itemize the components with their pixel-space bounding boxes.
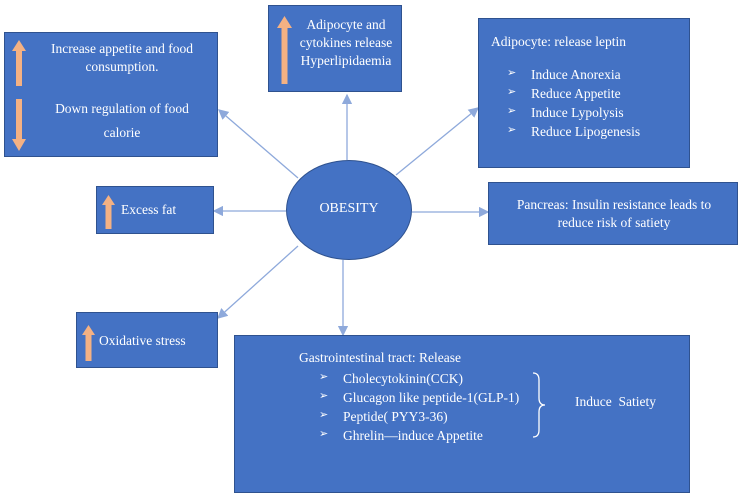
appetite-line-3: Down regulation of food: [55, 101, 189, 116]
leptin-effects-list: Induce Anorexia Reduce Appetite Induce L…: [507, 66, 640, 142]
leptin-effect-item: Reduce Appetite: [507, 85, 640, 104]
oxidative-stress-box: Oxidative stress: [76, 312, 218, 368]
leptin-effect-item: Induce Anorexia: [507, 66, 640, 85]
gi-hormone-item: Cholecytokinin(CCK): [319, 370, 519, 389]
pancreas-line-1: Pancreas: Insulin resistance leads to: [516, 197, 712, 212]
leptin-effect-item: Induce Lypolysis: [507, 104, 640, 123]
obesity-center-node: OBESITY: [286, 160, 412, 260]
gi-hormone-item: Peptide( PYY3-36): [319, 408, 519, 427]
up-arrow-icon: [102, 195, 115, 229]
leptin-effect-item: Reduce Lipogenesis: [507, 123, 640, 142]
connector-to-leptin: [395, 107, 480, 176]
oxidative-stress-label: Oxidative stress: [99, 333, 186, 348]
up-arrow-icon: [277, 16, 292, 84]
adipocyte-cytokines-line-3: Hyperlipidaemia: [300, 53, 392, 69]
gi-hormone-list: Cholecytokinin(CCK) Glucagon like peptid…: [319, 370, 519, 446]
appetite-line-4: calorie: [103, 125, 141, 141]
appetite-line-1: Increase appetite and food: [50, 41, 194, 56]
curly-brace-icon: [532, 372, 546, 438]
connector-to-oxidative: [217, 245, 299, 319]
pancreas-box: Pancreas: Insulin resistance leads to re…: [488, 182, 738, 245]
adipocyte-cytokines-line-2: cytokines release: [299, 35, 393, 51]
pancreas-line-2: reduce risk of satiety: [557, 215, 671, 231]
adipocyte-cytokines-box: Adipocyte and cytokines release Hyperlip…: [268, 5, 402, 92]
gi-hormone-item: Glucagon like peptide-1(GLP-1): [319, 389, 519, 408]
leptin-box: Adipocyte: release leptin Induce Anorexi…: [478, 18, 690, 168]
up-arrow-icon: [12, 40, 26, 86]
appetite-line-2: consumption.: [85, 59, 159, 75]
gi-tract-box: Gastrointestinal tract: Release Cholecyt…: [234, 335, 690, 493]
induce-satiety-label: Induce Satiety: [575, 394, 656, 409]
gi-hormone-item: Ghrelin—induce Appetite: [319, 427, 519, 446]
leptin-title: Adipocyte: release leptin: [491, 34, 626, 49]
connector-to-appetite: [218, 109, 299, 179]
adipocyte-cytokines-line-1: Adipocyte and: [306, 17, 386, 32]
obesity-label: OBESITY: [319, 201, 379, 216]
appetite-box: Increase appetite and food consumption. …: [4, 32, 218, 157]
gi-tract-title: Gastrointestinal tract: Release: [299, 350, 461, 365]
down-arrow-icon: [12, 99, 26, 151]
excess-fat-label: Excess fat: [121, 202, 177, 217]
up-arrow-icon: [82, 325, 95, 361]
excess-fat-box: Excess fat: [96, 186, 214, 234]
